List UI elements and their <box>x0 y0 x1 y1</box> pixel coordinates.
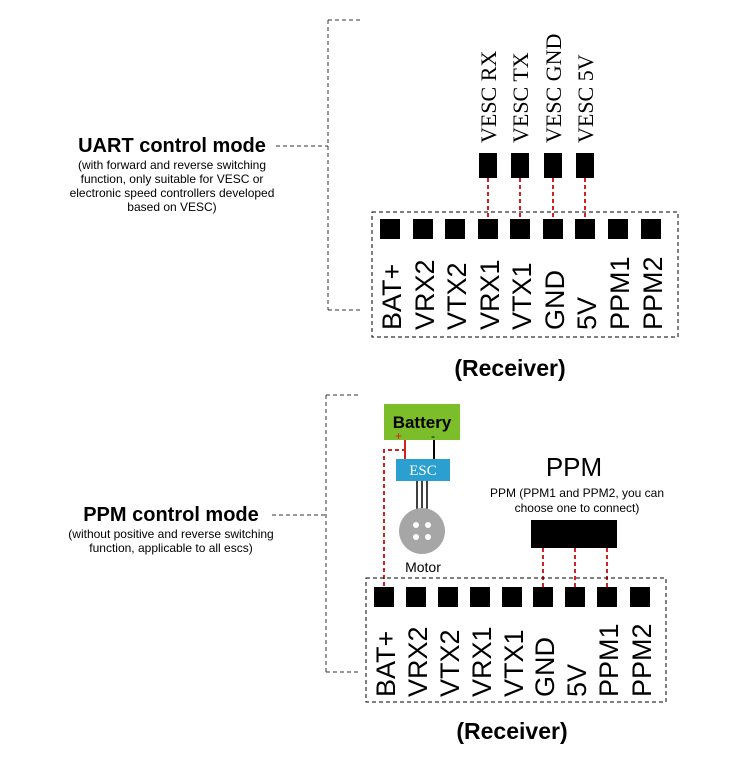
uart-receiver-box <box>371 211 679 338</box>
ppm-pin-ppm1: PPM1 <box>594 623 624 697</box>
uart-receiver-pins <box>380 219 661 239</box>
battery <box>384 404 460 440</box>
esc-label: ESC <box>409 463 437 479</box>
uart-section: UART control mode (with forward and reve… <box>70 19 679 381</box>
vesc-tx-pin <box>511 153 529 178</box>
uart-desc-line-3: electronic speed controllers developed <box>70 186 275 200</box>
uart-pin-vrx1: VRX1 <box>475 259 505 330</box>
ppm-receiver-box <box>365 577 667 703</box>
uart-desc-line-2: function, only suitable for VESC or <box>81 172 264 186</box>
vesc-rx-label: VESC RX <box>476 51 501 143</box>
uart-receiver-pin-labels: BAT+ VRX2 VTX2 VRX1 VTX1 GND 5V PPM1 PPM… <box>377 256 668 330</box>
vesc-gnd-pin <box>544 153 562 178</box>
battery-plus-sign: + <box>395 429 402 443</box>
ppm-pin-gnd: GND <box>530 637 560 697</box>
ppm-receiver-pin-labels: BAT+ VRX2 VTX2 VRX1 VTX1 GND 5V PPM1 PPM… <box>371 623 657 697</box>
esc-motor-wires <box>416 481 428 512</box>
uart-receiver-label: (Receiver) <box>454 355 565 381</box>
ppm-receiver-pins <box>374 587 650 607</box>
uart-desc-line-4: based on VESC) <box>127 200 216 214</box>
uart-pin-ppm2: PPM2 <box>638 256 668 330</box>
vesc-5v-label: VESC 5V <box>573 54 598 143</box>
motor <box>399 508 445 554</box>
battery-label: Battery <box>393 413 452 432</box>
uart-pin-ppm1: PPM1 <box>605 256 635 330</box>
ppm-title: PPM control mode <box>83 504 259 526</box>
ppm-desc-line-1: (without positive and reverse switching <box>68 527 273 541</box>
ppm-pin-vtx2: VTX2 <box>435 629 465 697</box>
uart-pin-bat: BAT+ <box>377 264 407 330</box>
ppm-section: PPM control mode (without positive and r… <box>68 394 667 744</box>
ppm-bracket <box>272 394 360 673</box>
uart-pin-gnd: GND <box>540 270 570 330</box>
uart-bracket <box>276 19 360 311</box>
ppm-wires <box>542 548 608 592</box>
esc <box>396 459 450 481</box>
ppm-pin-vrx1: VRX1 <box>467 626 497 697</box>
bat-power-wire <box>383 449 405 593</box>
ppm-pin-vtx1: VTX1 <box>499 629 529 697</box>
ppm-note-line-1: PPM (PPM1 and PPM2, you can <box>490 486 664 500</box>
uart-pin-vtx1: VTX1 <box>507 262 537 330</box>
ppm-pin-vrx2: VRX2 <box>403 626 433 697</box>
motor-holes <box>413 522 431 540</box>
ppm-note-line-2: choose one to connect) <box>515 501 640 515</box>
uart-pin-vtx2: VTX2 <box>442 262 472 330</box>
vesc-gnd-label: VESC GND <box>541 34 566 143</box>
ppm-connector <box>531 520 617 548</box>
ppm-pin-ppm2: PPM2 <box>627 623 657 697</box>
uart-desc-line-1: (with forward and reverse switching <box>78 158 266 172</box>
ppm-pin-bat: BAT+ <box>371 631 401 697</box>
battery-minus-sign: - <box>431 429 435 443</box>
uart-pin-5v: 5V <box>572 297 602 330</box>
vesc-5v-pin <box>576 153 594 178</box>
uart-title: UART control mode <box>78 135 266 157</box>
ppm-receiver-label: (Receiver) <box>456 718 567 744</box>
vesc-tx-label: VESC TX <box>508 52 533 143</box>
uart-pin-vrx2: VRX2 <box>410 259 440 330</box>
ppm-desc-line-2: function, applicable to all escs) <box>89 541 252 555</box>
ppm-connector-title: PPM <box>546 452 602 482</box>
motor-label: Motor <box>405 559 441 575</box>
vesc-rx-pin <box>479 153 497 178</box>
ppm-pin-5v: 5V <box>562 664 592 697</box>
